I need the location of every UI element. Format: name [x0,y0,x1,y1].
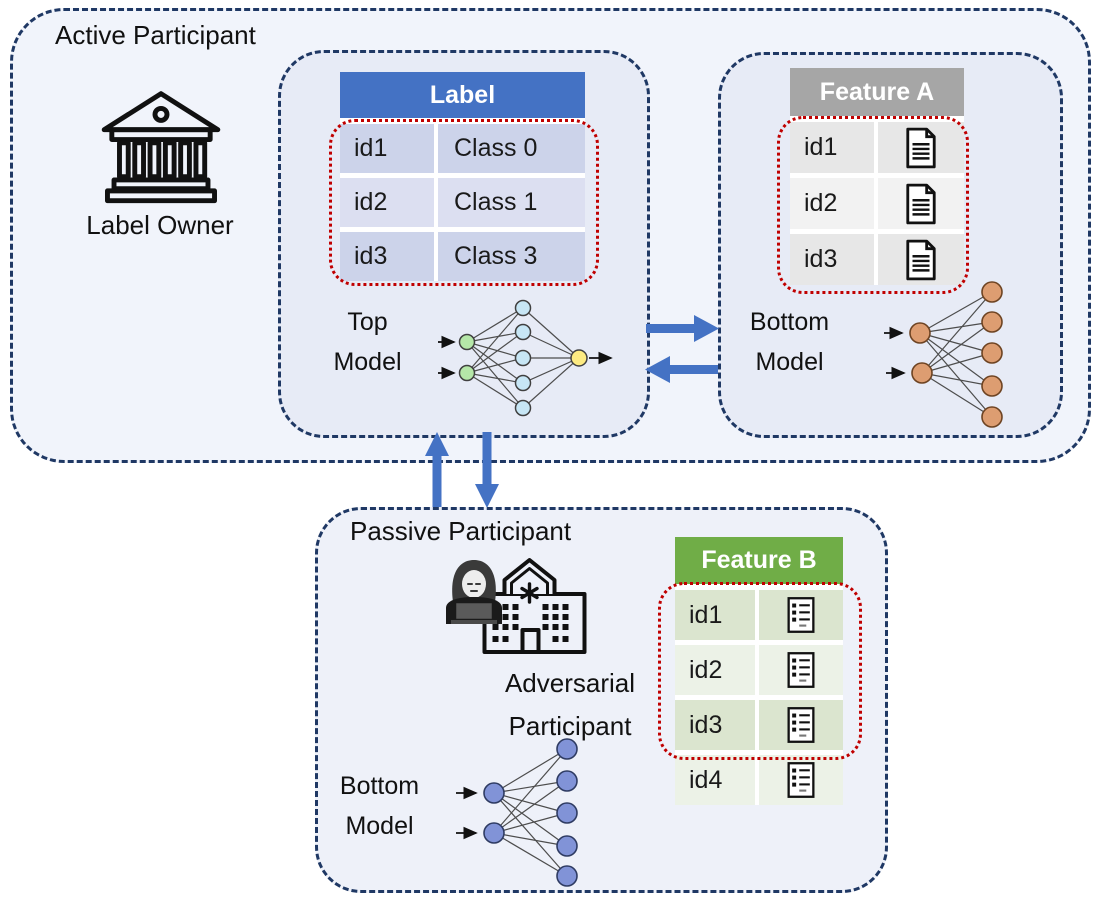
label-table-header: Label [340,72,585,118]
feature-a-row-id: id3 [790,234,874,285]
adversarial-line2: Participant [508,711,632,741]
label-row-value: Class 1 [438,178,585,227]
left-arrow-head [645,356,670,383]
table-row: id1 [790,122,964,173]
feature-b-row-icon-cell [759,645,843,695]
label-row-id: id1 [340,124,434,173]
label-row-value: Class 3 [438,232,585,281]
hacker-laptop [453,600,495,622]
bank-icon [101,91,221,204]
feature-a-row-icon-cell [878,234,964,285]
label-row-id: id3 [340,232,434,281]
feature-b-row-id: id4 [675,755,755,805]
feature-b-table-body: id1 id2 [675,590,843,805]
checklist-icon [787,597,815,633]
label-table-body: id1 Class 0 id2 Class 1 id3 Class 3 [340,124,585,281]
adversarial-line1: Adversarial [504,668,636,698]
feature-a-row-id: id2 [790,178,874,229]
label-row-id: id2 [340,178,434,227]
table-row: id2 [790,178,964,229]
top-model-line2: Model [333,348,402,376]
hacker-laptop-base [451,620,497,624]
checklist-icon [787,762,815,798]
bottom-model-b-caption: Bottom Model [317,766,442,846]
bottom-model-a-line2: Model [755,348,824,376]
label-owner-caption: Label Owner [35,205,285,245]
passive-participant-title: Passive Participant [350,516,572,546]
bottom-model-a-caption: Bottom Model [727,302,852,382]
bottom-model-b-line2: Model [345,812,414,840]
up-down-arrows [425,432,499,508]
adversarial-participant-caption: Adversarial Participant [455,662,685,748]
feature-b-row-id: id1 [675,590,755,640]
table-row: id2 [675,645,843,695]
down-arrow-head [475,484,499,508]
label-owner-text: Label Owner [86,210,234,240]
passive-bottom-model-network [456,738,578,887]
document-icon [906,183,936,224]
label-row-value: Class 0 [438,124,585,173]
table-row: id2 Class 1 [340,178,585,227]
checklist-icon [787,707,815,743]
bottom-model-a-line1: Bottom [749,308,830,336]
feature-b-row-icon-cell [759,755,843,805]
feature-b-table-header: Feature B [675,537,843,584]
hacker-face [462,570,486,598]
feature-a-table-body: id1 id2 [790,122,964,285]
feature-b-row-icon-cell [759,590,843,640]
table-row: id3 [790,234,964,285]
bottom-model-b-line1: Bottom [339,772,420,800]
feature-a-row-icon-cell [878,122,964,173]
left-arrow-shaft [670,365,718,374]
right-arrow-head [694,315,719,342]
hacker-icon [446,560,502,624]
feature-a-table: Feature A id1 id2 [790,68,964,285]
feature-a-bottom-model-network [884,281,1003,428]
document-icon [906,239,936,280]
table-row: id3 Class 3 [340,232,585,281]
checklist-icon [787,652,815,688]
table-row: id1 Class 0 [340,124,585,173]
top-model-caption: Top Model [310,302,425,382]
top-model-network [438,299,613,417]
table-row: id3 [675,700,843,750]
table-row: id1 [675,590,843,640]
label-table: Label id1 Class 0 id2 Class 1 id3 Class … [340,72,585,281]
feature-a-row-icon-cell [878,178,964,229]
table-row: id4 [675,755,843,805]
down-arrow-shaft [482,432,492,486]
right-arrow-shaft [646,324,694,333]
document-icon [906,127,936,168]
feature-b-table: Feature B id1 id2 [675,537,843,805]
up-arrow-head [425,432,449,456]
feature-a-table-header: Feature A [790,68,964,116]
feature-b-row-id: id2 [675,645,755,695]
top-model-line1: Top [347,308,388,336]
up-arrow-shaft [432,454,442,508]
feature-b-row-icon-cell [759,700,843,750]
active-participant-title: Active Participant [55,20,256,50]
feature-b-row-id: id3 [675,700,755,750]
forward-backward-arrows [645,315,719,383]
feature-a-row-id: id1 [790,122,874,173]
